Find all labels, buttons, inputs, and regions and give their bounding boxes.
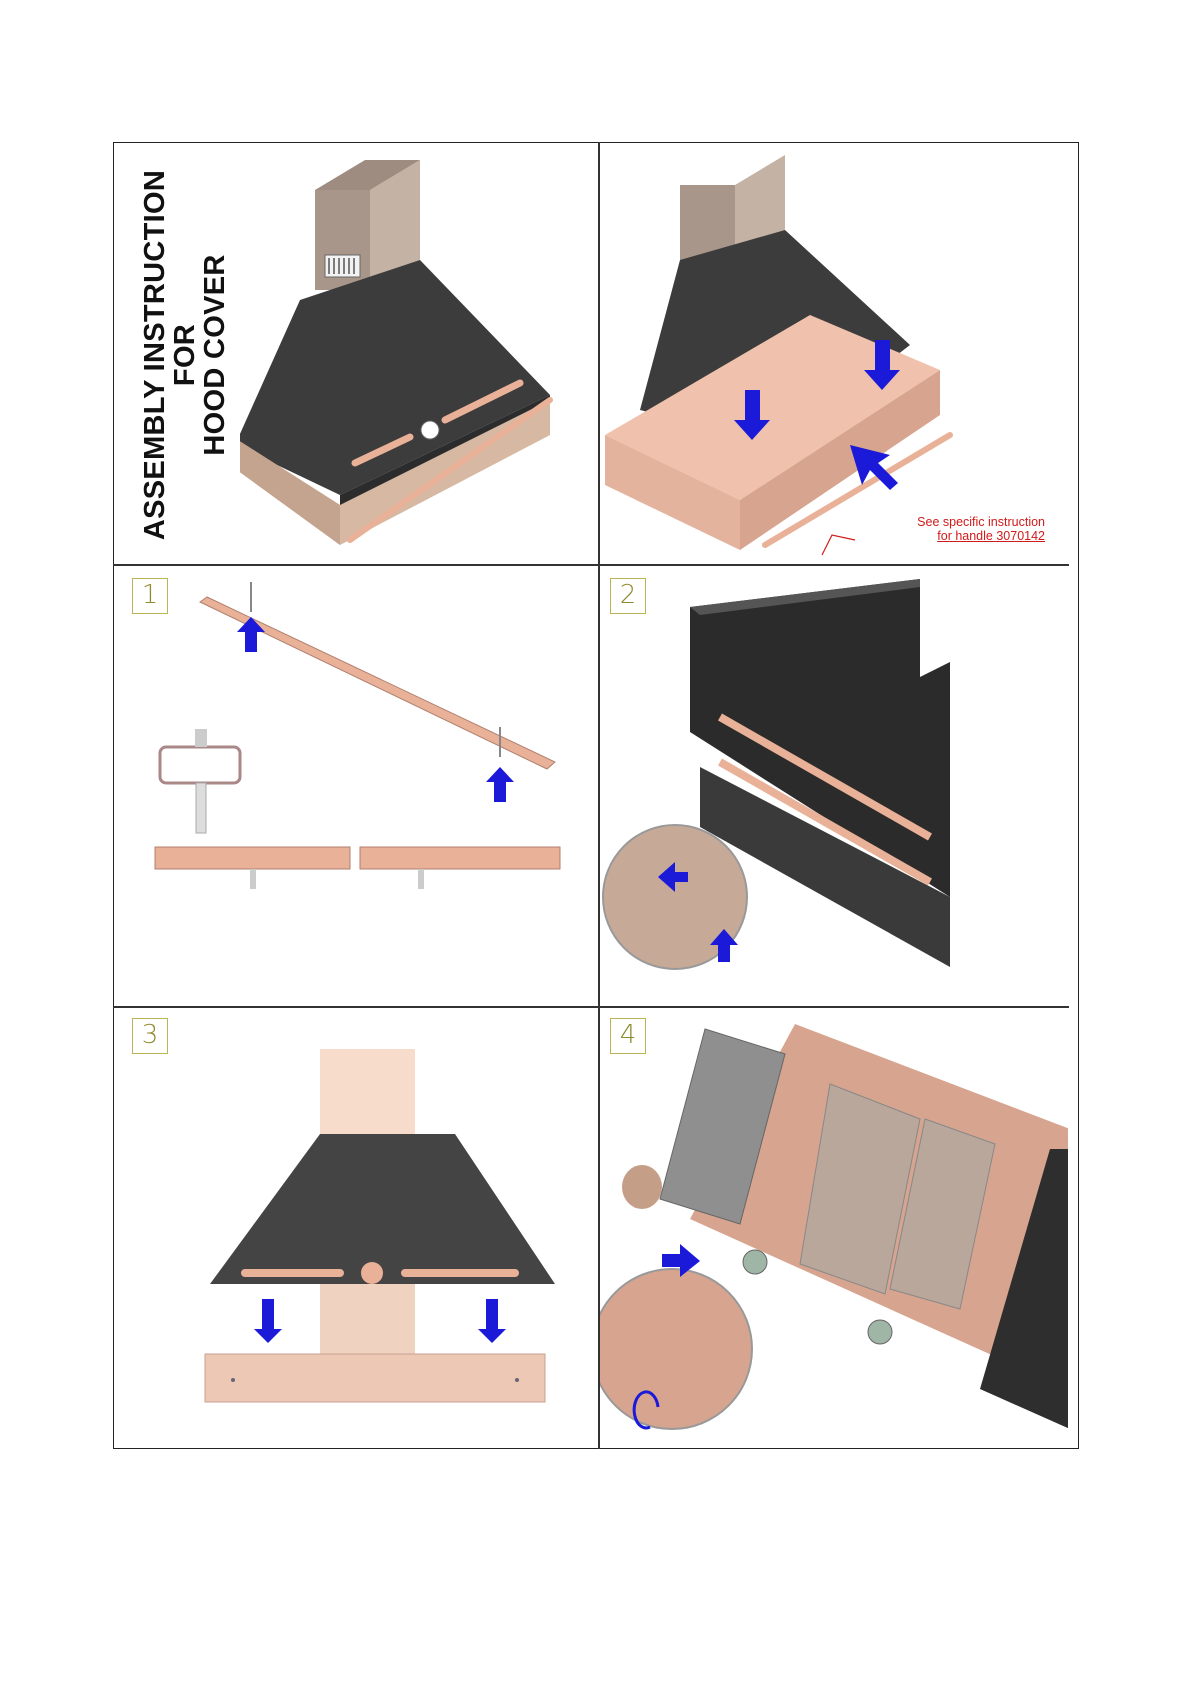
step-4-illustration xyxy=(600,1009,1068,1447)
page-title: ASSEMBLY INSTRUCTION FOR HOOD COVER xyxy=(120,150,250,560)
step-4-label: 4 xyxy=(610,1018,646,1054)
row-divider-1 xyxy=(113,564,1069,566)
title-line-3: HOOD COVER xyxy=(200,254,230,455)
row-divider-2 xyxy=(113,1006,1069,1008)
note-line-1: See specific instruction xyxy=(855,515,1045,529)
step-1-label: 1 xyxy=(132,578,168,614)
step-3-illustration xyxy=(115,1009,597,1447)
handle-note: See specific instruction for handle 3070… xyxy=(855,515,1045,543)
step-1-illustration xyxy=(115,567,597,1005)
note-line-2: for handle 3070142 xyxy=(855,529,1045,543)
assembled-hood-illustration xyxy=(240,145,595,563)
title-line-1: ASSEMBLY INSTRUCTION xyxy=(140,170,170,540)
step-3-label: 3 xyxy=(132,1018,168,1054)
exploded-hood-illustration xyxy=(600,145,1068,563)
step-2-label: 2 xyxy=(610,578,646,614)
step-2-illustration xyxy=(600,567,1068,1005)
title-line-2: FOR xyxy=(170,324,200,386)
